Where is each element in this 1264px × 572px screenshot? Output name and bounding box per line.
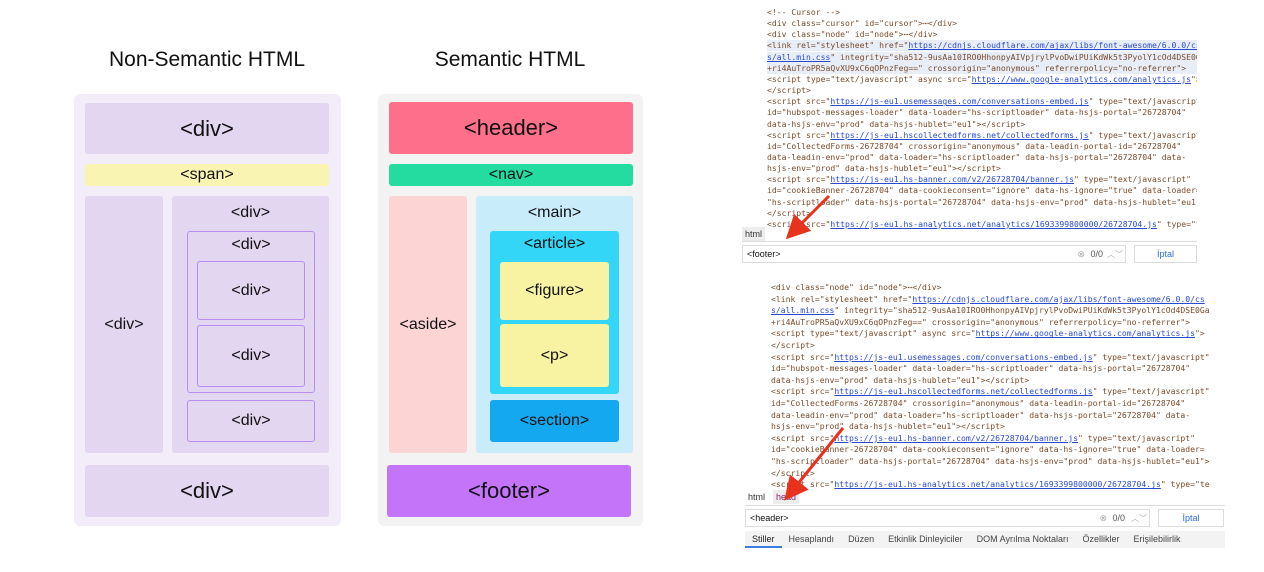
- code-line[interactable]: hsjs-env="prod" data-hsjs-hublet="eu1"><…: [767, 163, 1001, 174]
- tab-3[interactable]: Etkinlik Dinleyiciler: [888, 534, 963, 544]
- article-label: <article>: [523, 235, 586, 252]
- code-line[interactable]: <div class="node" id="node">⋯</div>: [771, 282, 942, 292]
- code-line[interactable]: "hs-scriptloader" data-hsjs-portal="2672…: [767, 196, 1197, 207]
- tab-5[interactable]: Özellikler: [1082, 534, 1120, 544]
- tab-2[interactable]: Düzen: [848, 534, 875, 544]
- code-line[interactable]: id="cookieBanner-26728704" data-cookieco…: [771, 444, 1205, 455]
- div-inner-label: <div>: [231, 236, 271, 253]
- code-line[interactable]: </script>: [767, 85, 811, 96]
- search-value: <header>: [750, 513, 789, 523]
- div-bottom: <div>: [85, 465, 329, 517]
- arrow-to-footer-search: [785, 194, 831, 240]
- div-b: <div>: [197, 325, 305, 387]
- clear-icon[interactable]: ⊗: [1099, 512, 1107, 523]
- elements-tree-top[interactable]: <!-- Cursor --><div class="cursor" id="c…: [767, 7, 1197, 229]
- header-box: <header>: [389, 102, 633, 154]
- code-line[interactable]: id="hubspot-messages-loader" data-loader…: [767, 107, 1187, 118]
- code-line[interactable]: </script>: [771, 467, 815, 478]
- match-count: 0/0: [1112, 513, 1125, 523]
- code-line[interactable]: <script src="https://js-eu1.hs-analytics…: [767, 218, 1197, 229]
- divider: [742, 241, 1197, 242]
- section-box: <section>: [490, 400, 619, 442]
- code-line[interactable]: data-leadin-env="prod" data-loader="hs-s…: [771, 409, 1191, 420]
- devtools-top: <!-- Cursor --><div class="cursor" id="c…: [742, 0, 1197, 266]
- figure-box: <figure>: [500, 262, 609, 320]
- div-c: <div>: [187, 400, 315, 442]
- styles-tab-bar: Stiller Hesaplandı Düzen Etkinlik Dinleyici…: [745, 531, 1225, 548]
- code-line[interactable]: id="cookieBanner-26728704" data-cookieco…: [767, 185, 1197, 196]
- main-label: <main>: [527, 204, 582, 221]
- devtools-bottom: <div class="node" id="node">⋯</div>▶<lin…: [745, 278, 1225, 550]
- code-line[interactable]: <script src="https://js-eu1.usemessages.…: [771, 351, 1210, 362]
- search-input-top[interactable]: <footer> ⊗ 0/0 ︿﹀: [742, 245, 1126, 263]
- code-line[interactable]: id="CollectedForms-26728704" crossorigin…: [767, 140, 1182, 151]
- div-left: <div>: [85, 196, 163, 453]
- elements-tree-bottom[interactable]: <div class="node" id="node">⋯</div>▶<lin…: [771, 282, 1225, 492]
- tab-6[interactable]: Erişilebilirlik: [1133, 534, 1181, 544]
- code-line[interactable]: <script src="https://js-eu1.hscollectedf…: [771, 386, 1210, 397]
- code-line[interactable]: id="CollectedForms-26728704" crossorigin…: [771, 398, 1186, 408]
- nav-box: <nav>: [389, 164, 633, 186]
- code-line[interactable]: <link rel="stylesheet" href="https://cdn…: [767, 40, 1197, 52]
- clear-icon[interactable]: ⊗: [1077, 248, 1085, 259]
- code-line[interactable]: <script src="https://js-eu1.hs-banner.co…: [767, 174, 1191, 185]
- span-box: <span>: [85, 164, 329, 186]
- code-line[interactable]: <script src="https://js-eu1.hscollectedf…: [767, 129, 1197, 140]
- div-top: <div>: [85, 103, 329, 154]
- code-line[interactable]: </script>: [767, 207, 811, 218]
- aside-box: <aside>: [389, 196, 467, 453]
- tab-1[interactable]: Hesaplandı: [788, 534, 835, 544]
- code-line[interactable]: </script>: [771, 340, 815, 350]
- cancel-button-bottom[interactable]: İptal: [1158, 509, 1224, 527]
- code-line[interactable]: <script src="https://js-eu1.usemessages.…: [767, 96, 1197, 107]
- code-line[interactable]: <!-- Cursor -->: [767, 7, 841, 17]
- code-line[interactable]: data-hsjs-env="prod" data-hsjs-hublet="e…: [771, 374, 1030, 385]
- code-line[interactable]: <link rel="stylesheet" href="https://cdn…: [771, 293, 1205, 304]
- code-line[interactable]: +ri4AuTroPR5aQvXU9xC6qOPnzFeg==" crossor…: [771, 316, 1191, 327]
- code-line[interactable]: "hs-scriptloader" data-hsjs-portal="2672…: [771, 456, 1210, 466]
- code-line[interactable]: s/all.min.css" integrity="sha512-9usAa10…: [767, 51, 1197, 63]
- code-line[interactable]: id="hubspot-messages-loader" data-loader…: [771, 363, 1191, 374]
- prev-next-icons[interactable]: ︿﹀: [1131, 513, 1147, 523]
- code-line[interactable]: <script type="text/javascript" async src…: [771, 328, 1205, 339]
- breadcrumb-html[interactable]: html: [742, 227, 766, 241]
- code-line[interactable]: <div class="node" id="node">⋯</div>: [767, 29, 938, 40]
- match-count: 0/0: [1090, 249, 1103, 259]
- div-right-label: <div>: [230, 204, 271, 221]
- code-line[interactable]: data-hsjs-env="prod" data-hsjs-hublet="e…: [767, 118, 1026, 129]
- p-box: <p>: [500, 324, 609, 387]
- divider: [745, 505, 1225, 506]
- code-line[interactable]: <script type="text/javascript" async src…: [767, 73, 1197, 84]
- search-value: <footer>: [747, 249, 781, 259]
- code-line[interactable]: <script src="https://js-eu1.hs-banner.co…: [771, 432, 1195, 443]
- cancel-button-top[interactable]: İptal: [1134, 245, 1197, 263]
- non-semantic-title: Non-Semantic HTML: [108, 48, 306, 71]
- non-semantic-diagram: <div> <span> <div> <div> <div> <div> <di…: [74, 94, 341, 526]
- search-input-bottom[interactable]: <header> ⊗ 0/0 ︿﹀: [745, 509, 1150, 527]
- semantic-diagram: <header> <nav> <aside> <main> <article> …: [378, 94, 643, 526]
- tab-4[interactable]: DOM Ayrılma Noktaları: [976, 534, 1069, 544]
- code-line[interactable]: data-leadin-env="prod" data-loader="hs-s…: [767, 151, 1187, 162]
- prev-next-icons[interactable]: ︿﹀: [1107, 249, 1123, 259]
- code-line[interactable]: +ri4AuTroPR5aQvXU9xC6qOPnzFeg==" crossor…: [767, 62, 1197, 74]
- tab-0[interactable]: Stiller: [745, 531, 782, 548]
- code-line[interactable]: hsjs-env="prod" data-hsjs-hublet="eu1"><…: [771, 421, 1005, 432]
- arrow-to-header-search: [784, 427, 845, 501]
- code-line[interactable]: s/all.min.css" integrity="sha512-9usAa10…: [771, 305, 1210, 316]
- div-a: <div>: [197, 261, 305, 320]
- footer-box: <footer>: [387, 465, 631, 517]
- semantic-title: Semantic HTML: [434, 48, 586, 71]
- breadcrumb-html[interactable]: html: [748, 492, 766, 502]
- code-line[interactable]: <div class="cursor" id="cursor">⋯</div>: [767, 18, 958, 29]
